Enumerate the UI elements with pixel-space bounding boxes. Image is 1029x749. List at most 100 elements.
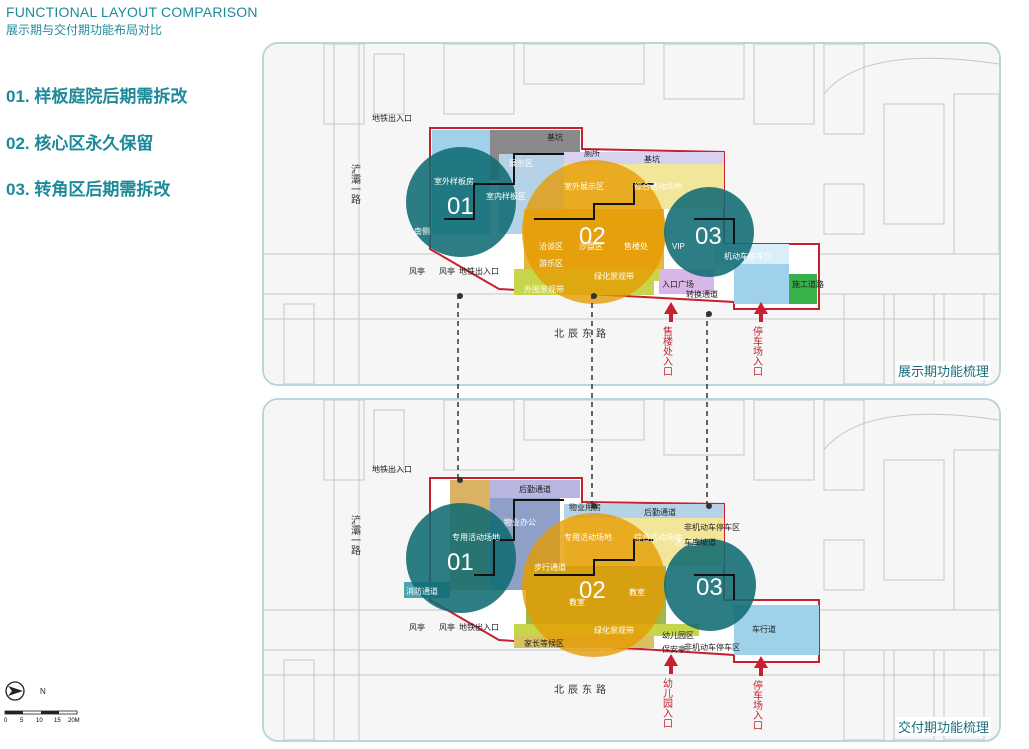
road-west-label: 浐灞一路 xyxy=(349,514,361,556)
label-special-activity: 专用活动场地 xyxy=(452,532,500,542)
label-vip: VIP xyxy=(672,242,685,251)
zone-circle-01[interactable] xyxy=(406,503,516,613)
wall-lines xyxy=(474,499,735,600)
label-outdoor-model: 室外样板房 xyxy=(434,176,474,186)
road-west-label: 浐灞一路 xyxy=(349,163,361,205)
label-walk: 步行通道 xyxy=(534,562,566,572)
entrance-label-parking: 停车场入口 xyxy=(751,679,763,730)
label-metro-top: 地铁出入口 xyxy=(372,113,412,123)
wall-lines xyxy=(444,153,735,244)
zone-number-01: 01 xyxy=(447,193,474,220)
label-metro-bottom: 地铁出入口 xyxy=(459,622,499,632)
exhibition-plan-drawing: 地铁出入口 基坑 基坑 厕所 室外样板房 室内样板区 展示区 室外展示区 综合活… xyxy=(264,44,999,384)
zone-number-02: 02 xyxy=(579,223,606,250)
legend-item-03: 03. 转角区后期需拆改 xyxy=(6,180,171,199)
zone-circle-03[interactable] xyxy=(664,187,754,277)
label-bikes2: 非机动车停车区 xyxy=(684,642,740,652)
label-entry-walk: 转换通道 xyxy=(686,289,718,299)
label-security: 保安亭 xyxy=(662,644,686,654)
entrance-arrow-parking xyxy=(754,656,768,676)
label-construction: 施工道路 xyxy=(792,279,824,289)
label-property: 物业用房 xyxy=(569,502,601,512)
scale-label-10: 10 xyxy=(36,718,43,724)
label-foundation-pit: 基坑 xyxy=(547,132,563,142)
legend-item-01: 01. 样板庭院后期需拆改 xyxy=(6,87,188,106)
scale-bar-graphic: 0 5 10 15 20M xyxy=(4,710,80,724)
zone-circle-02[interactable] xyxy=(522,160,666,304)
zone-construction xyxy=(789,274,817,304)
label-wind1: 风亭 xyxy=(409,622,425,632)
north-label: N xyxy=(40,687,46,696)
entrance-arrow-sales xyxy=(664,302,678,322)
label-side-walk: 消防通道 xyxy=(406,586,438,596)
legend-item-02: 02. 核心区永久保留 xyxy=(6,134,154,153)
road-north-label: 北辰东路 xyxy=(554,327,610,340)
delivery-period-plan: 地铁出入口 后勤通道 物业办公 物业用房 后勤通道 专用活动场地 专用活动场地 … xyxy=(262,398,1001,742)
delivery-plan-drawing: 地铁出入口 后勤通道 物业办公 物业用房 后勤通道 专用活动场地 专用活动场地 … xyxy=(264,400,999,740)
label-teacher: 教室 xyxy=(629,587,645,597)
scale-bar: 0 5 10 15 20M xyxy=(4,710,84,728)
label-kindergarten-entry: 幼儿园区 xyxy=(662,630,694,640)
label-kids: 洽谈区 xyxy=(539,241,563,251)
zone-circle-03[interactable] xyxy=(664,539,756,631)
anchor-dot-03 xyxy=(706,503,712,509)
label-swing: 游乐区 xyxy=(539,258,563,268)
label-entry-plaza: 入口广场 xyxy=(662,279,694,289)
label-indoor-model: 室内样板区 xyxy=(486,191,526,201)
zone-drive xyxy=(734,605,819,655)
context-buildings xyxy=(264,44,999,384)
label-exhibit: 展示区 xyxy=(509,159,533,168)
label-activity: 综合活动场地 xyxy=(634,532,682,542)
label-pit2: 基坑 xyxy=(644,154,660,164)
north-arrow-icon: N xyxy=(5,681,46,701)
label-landscape-gallery: 绿化景观带 xyxy=(594,625,634,635)
panel-title-delivery: 交付期功能梳理 xyxy=(895,717,991,736)
label-bikes: 非机动车停车区 xyxy=(684,522,740,532)
entrance-arrow-kindergarten xyxy=(664,654,678,674)
exhibition-period-plan: 地铁出入口 基坑 基坑 厕所 室外样板房 室内样板区 展示区 室外展示区 综合活… xyxy=(262,42,1001,386)
label-booth: 售楼处 xyxy=(624,241,648,251)
zone-drive xyxy=(734,264,789,304)
page-title-cn: 展示期与交付期功能布局对比 xyxy=(6,23,163,37)
label-toilet-top: 厕所 xyxy=(584,148,600,158)
zone-back-lane xyxy=(490,480,580,498)
zone-circle-01[interactable] xyxy=(406,147,516,257)
label-parent-wait: 家长等候区 xyxy=(524,638,564,648)
label-metro-top: 地铁出入口 xyxy=(372,464,412,474)
scale-label-20m: 20M xyxy=(68,718,80,724)
label-south: 南侧 xyxy=(414,226,430,236)
anchor-dot-02 xyxy=(591,293,597,299)
label-drive: 车行道 xyxy=(752,624,776,634)
zone-circle-02[interactable] xyxy=(522,513,666,657)
north-arrow: N xyxy=(4,680,54,709)
label-outdoor-play: 室外展示区 xyxy=(564,181,604,191)
zone-number-02: 02 xyxy=(579,577,606,604)
scale-label-0: 0 xyxy=(4,718,8,724)
entrance-label-parking: 停车场入口 xyxy=(751,325,763,376)
anchor-dot-03 xyxy=(706,311,712,317)
label-wind2: 风亭 xyxy=(439,622,455,632)
scale-label-15: 15 xyxy=(54,718,61,724)
label-metro-bottom: 地铁出入口 xyxy=(459,266,499,276)
label-outer-walk: 外围景观带 xyxy=(524,284,564,294)
entrance-arrow-parking xyxy=(754,302,768,322)
label-office: 物业办公 xyxy=(504,517,536,527)
zone-number-03: 03 xyxy=(696,574,723,601)
label-back-lane: 后勤通道 xyxy=(519,484,551,494)
panel-title-exhibition: 展示期功能梳理 xyxy=(895,361,991,380)
label-kindergarten-court: 专用活动场地 xyxy=(564,532,612,542)
label-wind1: 风亭 xyxy=(409,266,425,276)
header: FUNCTIONAL LAYOUT COMPARISON 展示期与交付期功能布局… xyxy=(6,4,258,38)
zone-number-03: 03 xyxy=(695,223,722,250)
scale-label-5: 5 xyxy=(20,718,24,724)
label-activity: 综合活动场地 xyxy=(634,181,682,191)
anchor-dot-01 xyxy=(457,293,463,299)
page-title-en: FUNCTIONAL LAYOUT COMPARISON xyxy=(6,4,258,20)
label-wind2: 风亭 xyxy=(439,266,455,276)
entrance-label-sales: 售楼处入口 xyxy=(661,325,673,376)
label-sales: 沙盘区 xyxy=(579,241,603,251)
label-classroom: 教室 xyxy=(569,597,585,607)
road-north-label: 北辰东路 xyxy=(554,683,610,696)
label-back-lane2: 后勤通道 xyxy=(644,507,676,517)
anchor-dot-01 xyxy=(457,477,463,483)
